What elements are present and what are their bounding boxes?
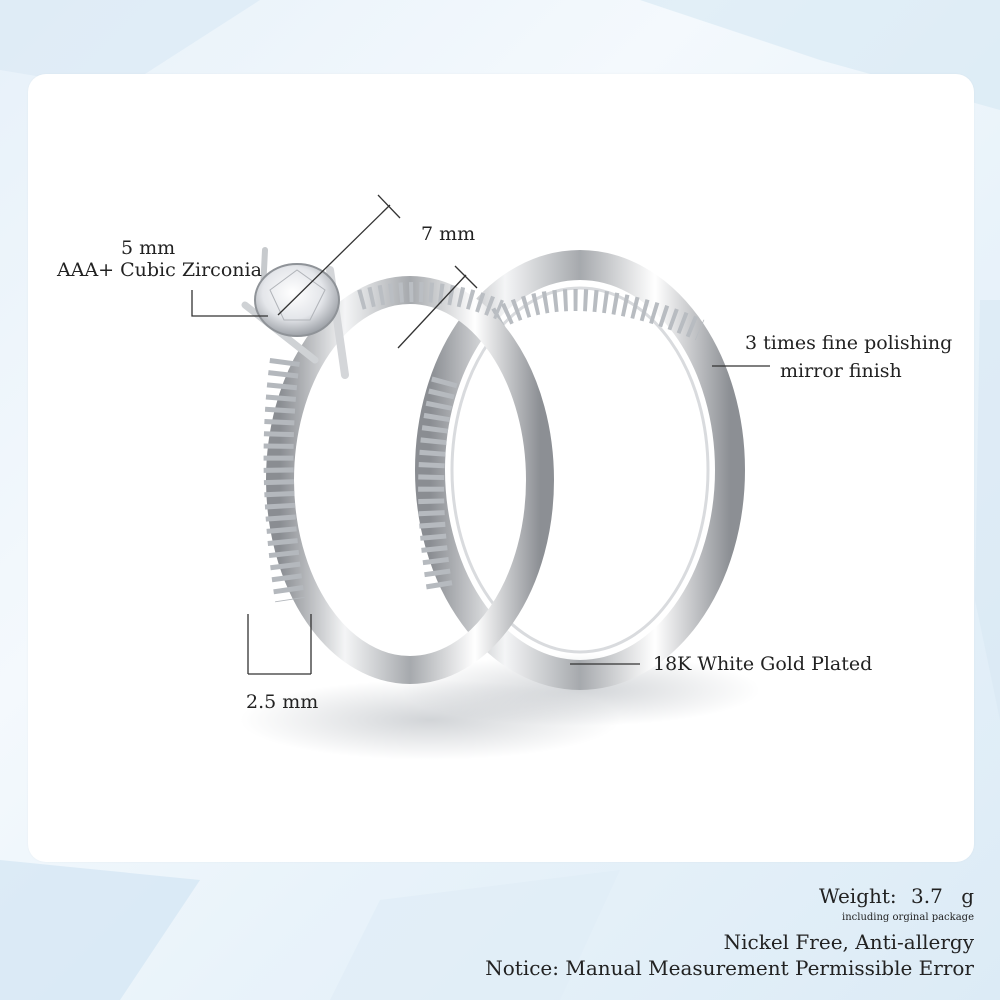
weight-row: Weight: 3.7 g [819, 884, 974, 908]
weight-value: 3.7 [911, 884, 943, 908]
notice-text: Notice: Manual Measurement Permissible E… [485, 956, 974, 980]
band-width-bottom-label: 2.5 mm [246, 691, 319, 713]
measurement-lines [191, 194, 770, 675]
weight-unit: g [961, 884, 974, 908]
engagement-ring [241, 247, 554, 684]
feature-text: Nickel Free, Anti-allergy [723, 930, 974, 954]
band-width-top-label: 7 mm [421, 223, 476, 245]
polish-label-line1: 3 times fine polishing [745, 332, 953, 354]
weight-label: Weight: [819, 884, 897, 908]
weight-note: including orginal package [842, 912, 974, 923]
polish-label-line2: mirror finish [780, 360, 902, 382]
stone-size-label: 5 mm [121, 237, 176, 259]
plating-label: 18K White Gold Plated [653, 653, 873, 675]
stone-type-label: AAA+ Cubic Zirconia [57, 259, 262, 281]
wedding-band [415, 250, 745, 690]
